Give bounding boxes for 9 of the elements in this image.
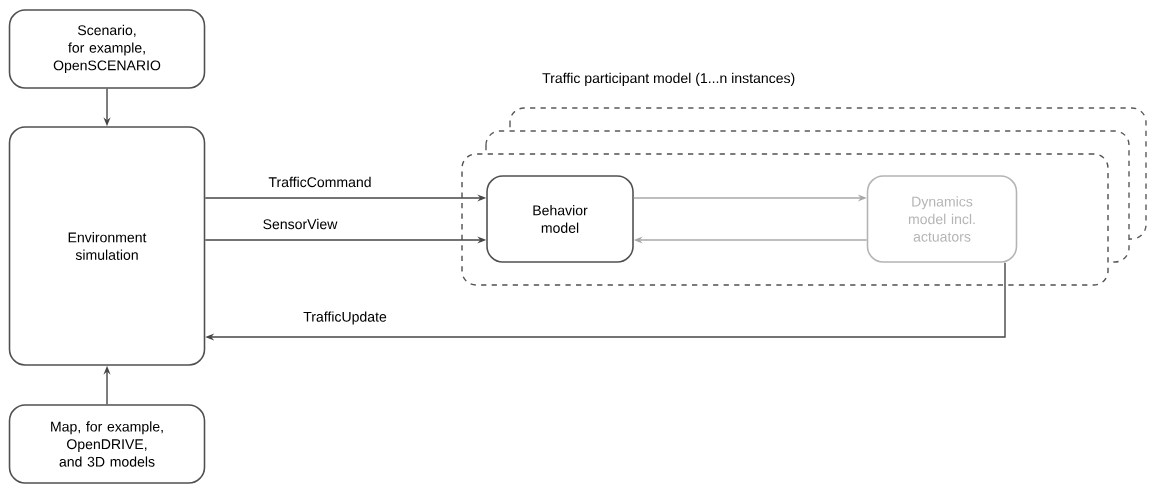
node-label: Traffic participant model (1...n instances) <box>542 72 795 86</box>
process-box: Scenario, for example, OpenSCENARIO <box>8 9 206 89</box>
edge-label: TrafficCommand <box>266 175 374 189</box>
process-box: Map, for example, OpenDRIVE, and 3D models <box>8 404 206 484</box>
edge-label: SensorView <box>260 217 340 231</box>
process-box: Behavior model <box>486 175 634 263</box>
process-box: Environment simulation <box>8 126 206 366</box>
edge-label: TrafficUpdate <box>301 309 389 327</box>
process-box: Dynamics model incl. actuators <box>866 175 1018 263</box>
